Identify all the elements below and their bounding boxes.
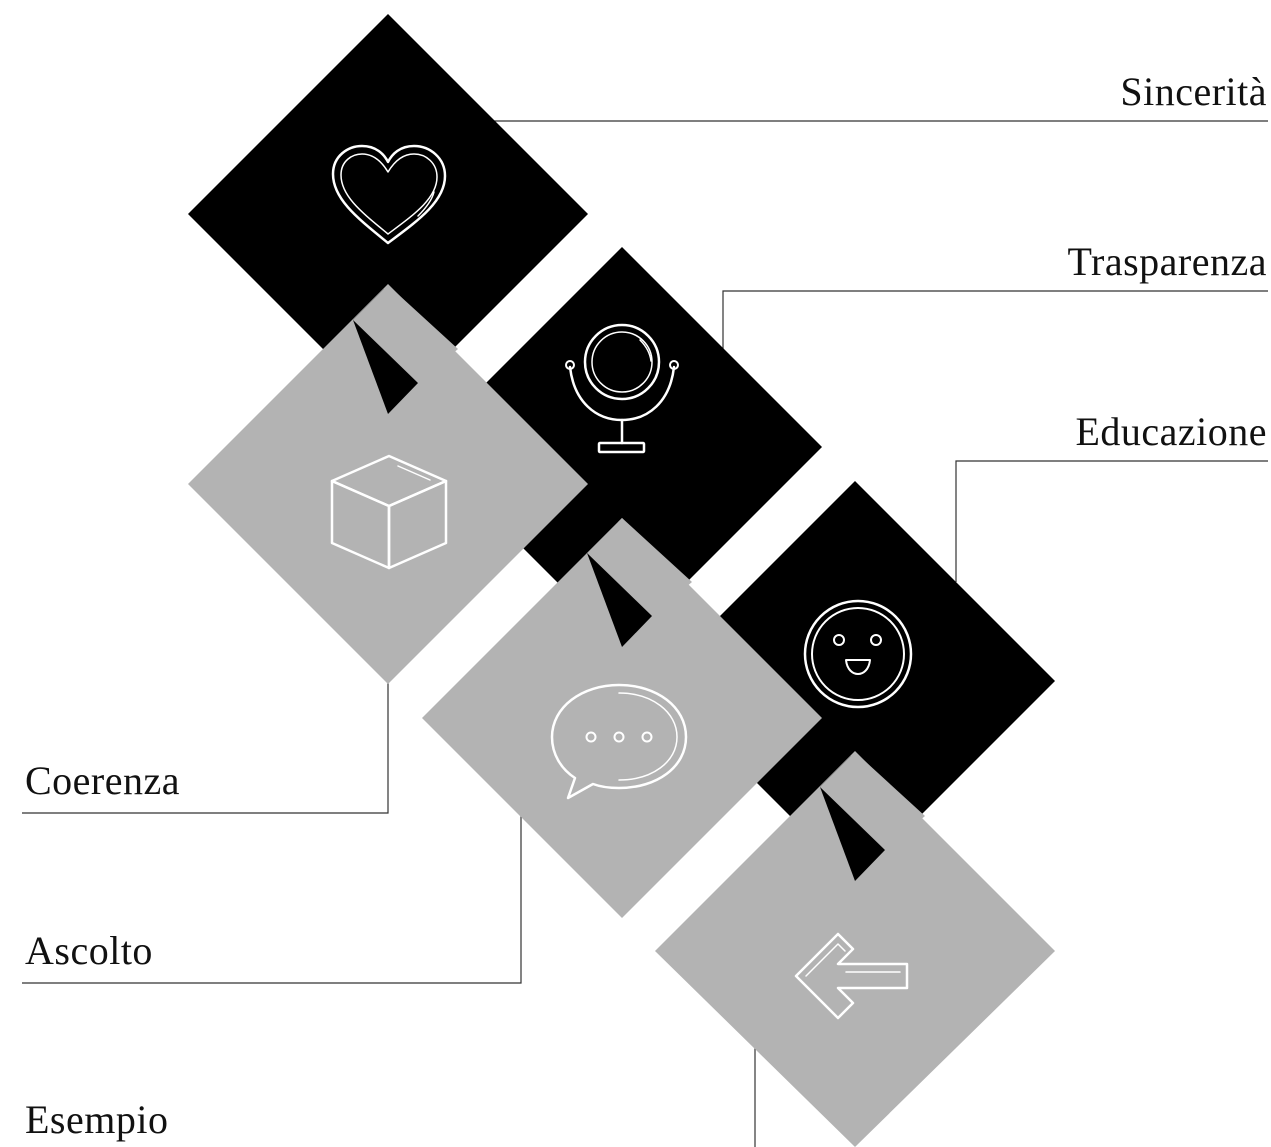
heart-icon [331, 144, 447, 245]
tab-light-2 [587, 518, 692, 616]
label-sincerita: Sincerità [1120, 69, 1267, 114]
mirror-icon [565, 323, 679, 454]
connector-coerenza [22, 683, 389, 814]
light-tabs [353, 285, 925, 850]
connector-educazione [955, 460, 1268, 582]
tab-light-3 [820, 752, 925, 850]
smiley-icon [803, 599, 913, 709]
speech-bubble-icon [550, 683, 688, 800]
label-educazione: Educazione [1075, 409, 1267, 454]
tile-esempio [655, 751, 1055, 1147]
tab-light-1 [353, 285, 458, 383]
label-coerenza: Coerenza [25, 758, 181, 803]
tile-ascolto [422, 518, 822, 918]
connector-lines [22, 120, 1268, 1147]
light-tiles [188, 284, 1055, 1147]
tile-coerenza [188, 284, 588, 684]
tile-sincerita [188, 14, 588, 414]
label-ascolto: Ascolto [25, 928, 153, 973]
cube-icon [330, 454, 448, 570]
connector-trasparenza [722, 290, 1268, 350]
connector-ascolto [22, 815, 522, 984]
label-esempio: Esempio [25, 1097, 169, 1142]
arrow-left-icon [794, 932, 909, 1020]
label-trasparenza: Trasparenza [1067, 239, 1267, 284]
